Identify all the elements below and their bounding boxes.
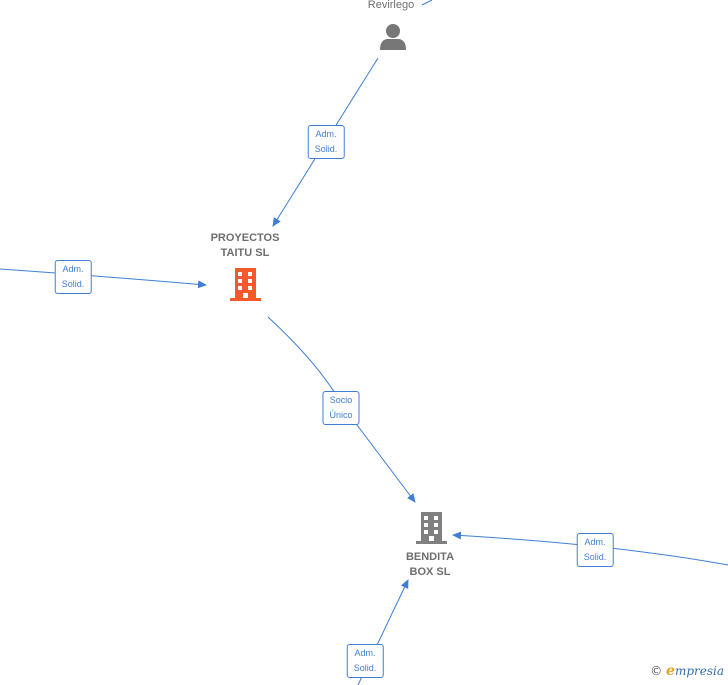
edge-label-adm-solid: Adm. Solid. [307, 125, 345, 159]
node-label-person[interactable]: Revirlego [367, 0, 415, 11]
edge-label-adm-solid: Adm. Solid. [346, 644, 384, 678]
edge-line-top-exit [421, 0, 433, 6]
person-icon[interactable] [380, 24, 406, 50]
empresia-brand: © empresia [650, 663, 724, 679]
brand-name: mpresia [674, 664, 724, 678]
building-icon[interactable] [230, 268, 261, 301]
edge-line-left-to-proyectos [0, 268, 207, 289]
copyright-symbol: © [650, 664, 663, 678]
building-icon[interactable] [416, 512, 447, 544]
node-label-bendita-box[interactable]: BENDITA BOX SL [405, 551, 455, 578]
brand-initial: e [666, 663, 675, 679]
node-label-proyectos-taitu[interactable]: PROYECTOS TAITU SL [210, 232, 280, 259]
edge-label-socio-unico: Socio Único [322, 391, 360, 425]
edge-label-adm-solid: Adm. Solid. [54, 260, 92, 294]
edge-label-adm-solid: Adm. Solid. [576, 533, 614, 567]
